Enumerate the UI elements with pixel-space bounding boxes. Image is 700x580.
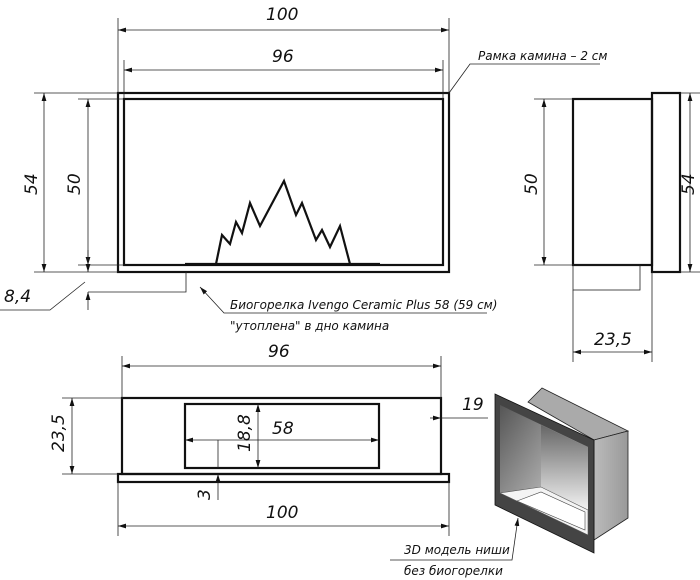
side-view: 50 54 23,5: [522, 91, 700, 362]
niche-3d-model: 3D модель ниши без биогорелки: [390, 387, 630, 578]
top-dim-3-label: 3: [195, 489, 215, 500]
burner-slot: [183, 402, 381, 470]
dim-50-label: 50: [65, 173, 85, 195]
top-dim-18-8-label: 18,8: [235, 414, 255, 452]
burner-note-line1: Биогорелка Ivengo Ceramic Plus 58 (59 см…: [230, 298, 497, 312]
dim-8-4-label: 8,4: [4, 287, 31, 307]
front-view: 8,4 100 96 54 50 Рамка камина – 2 см Био…: [0, 5, 607, 333]
frame-outline: [116, 91, 451, 274]
side-dim-50-label: 50: [522, 173, 542, 195]
burner-recess: [88, 272, 187, 293]
top-dim-23-5-label: 23,5: [49, 414, 69, 452]
model-note-line1: 3D модель ниши: [404, 543, 510, 557]
dim-100-label: 100: [266, 5, 298, 25]
top-view: 96 100 23,5 18,8 58 3 19: [49, 342, 488, 536]
side-dim-23-5-label: 23,5: [594, 330, 632, 350]
side-dim-54-label: 54: [679, 173, 699, 195]
top-dim-100-label: 100: [266, 503, 298, 523]
top-dim-96-label: 96: [268, 342, 290, 362]
dim-96-label: 96: [272, 47, 294, 67]
side-burner: [572, 264, 641, 291]
model-note-line2: без биогорелки: [404, 564, 503, 578]
flame-icon: [214, 178, 352, 265]
burner-note-line2: "утоплена" в дно камина: [230, 319, 389, 333]
top-dim-58-label: 58: [272, 419, 294, 439]
dim-54-label: 54: [22, 173, 42, 195]
top-frame: [116, 472, 451, 484]
side-frame: [650, 91, 682, 274]
top-dim-19-label: 19: [462, 395, 484, 415]
frame-note: Рамка камина – 2 см: [478, 49, 607, 63]
